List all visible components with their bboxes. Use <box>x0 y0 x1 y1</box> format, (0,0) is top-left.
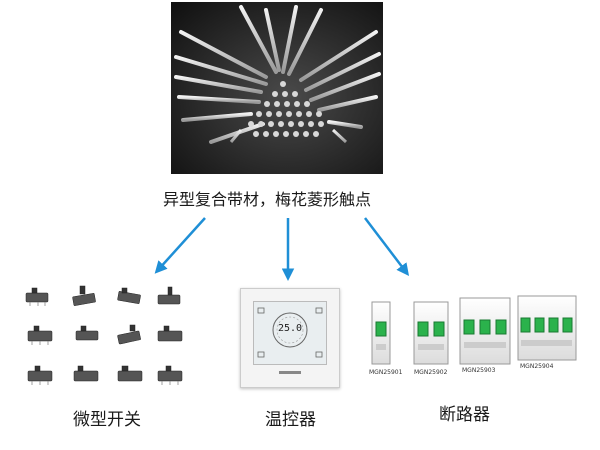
circuit-breaker-image: MGN25901 MGN25902 MGN25903 MGN25904 <box>369 295 577 376</box>
thermostat-display-value: 25.0 <box>278 323 303 334</box>
arrow-to-switch <box>154 217 206 274</box>
breaker-model-4: MGN25904 <box>520 363 554 370</box>
thermostat-dial-icon <box>257 307 323 358</box>
label-thermostat: 温控器 <box>265 410 316 430</box>
breaker-1p <box>371 301 391 365</box>
thermostat-screen: 25.0 <box>253 301 327 365</box>
breaker-3p <box>459 297 511 365</box>
breaker-4p <box>517 295 577 361</box>
breaker-2p <box>413 301 449 365</box>
thermostat-image: 25.0 <box>240 288 340 388</box>
arrow-to-breaker <box>364 217 410 276</box>
breaker-model-1: MGN25901 <box>369 369 403 376</box>
breaker-model-3: MGN25903 <box>462 367 496 374</box>
label-micro-switch: 微型开关 <box>73 410 141 430</box>
thermostat-brand-mark <box>279 371 301 374</box>
label-circuit-breaker: 断路器 <box>439 405 490 425</box>
micro-switch-image <box>25 285 183 385</box>
breaker-model-2: MGN25902 <box>414 369 448 376</box>
source-title: 异型复合带材，梅花菱形触点 <box>163 190 372 209</box>
composite-strip-photo <box>171 2 383 174</box>
